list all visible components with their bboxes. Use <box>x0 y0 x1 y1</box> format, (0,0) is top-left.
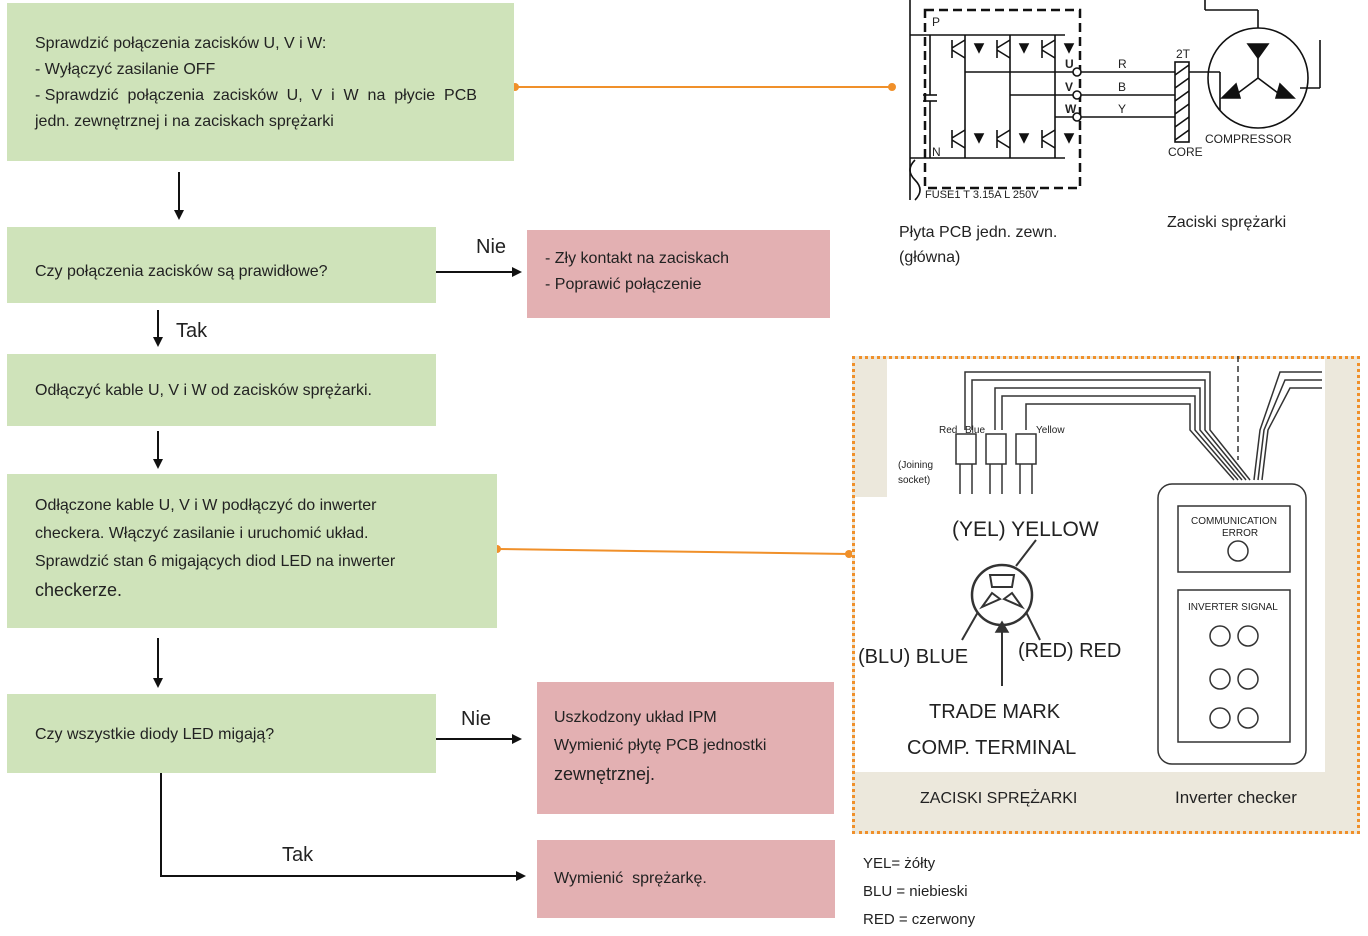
checker-label-yellow: Yellow <box>1036 425 1065 436</box>
label-no-2: Nie <box>461 708 492 730</box>
checker-photo-white-right <box>1155 497 1325 772</box>
circuit-label-u: U <box>1065 57 1074 71</box>
reference-line-checker <box>496 548 850 555</box>
checker-photo-white <box>855 497 1155 772</box>
step-disconnect-cables: Odłączyć kable U, V i W od zacisków sprę… <box>7 354 436 426</box>
caption-pcb: Płyta PCB jedn. zewn. (główna) <box>899 220 1057 270</box>
step-connect-line-1: Odłączone kable U, V i W podłączyć do in… <box>35 497 377 514</box>
circuit-label-n: N <box>932 145 941 159</box>
caption-compressor-terminals: Zaciski sprężarki <box>1167 214 1287 231</box>
color-legend: YEL= żółty BLU = niebieski RED = czerwon… <box>863 850 975 934</box>
step-connect-line-2: checkera. Włączyć zasilanie i uruchomić … <box>35 525 369 542</box>
legend-red: RED = czerwony <box>863 911 976 928</box>
checker-label-trade-mark: TRADE MARK <box>929 701 1061 723</box>
step-check-title: Sprawdzić połączenia zacisków U, V i W: <box>35 35 327 52</box>
caption-pcb-line-1: Płyta PCB jedn. zewn. <box>899 224 1058 241</box>
checker-label-joining-1: (Joining <box>898 460 933 471</box>
caption-pcb-line-2: (główna) <box>899 249 961 266</box>
arrow-q2-yes <box>160 773 526 881</box>
circuit-label-b: B <box>1118 80 1126 94</box>
result-replace-text: Wymienić sprężarkę. <box>554 870 707 887</box>
checker-label-blue: Blue <box>965 425 985 436</box>
legend-blu: BLU = niebieski <box>863 883 968 900</box>
question-connections-ok: Czy połączenia zacisków są prawidłowe? <box>7 227 436 303</box>
result-bad-contact-line-1: - Zły kontakt na zaciskach <box>545 250 730 267</box>
circuit-label-fuse: FUSE1 T 3.15A L 250V <box>925 189 1039 201</box>
caption-inverter-checker: Inverter checker <box>1175 788 1297 807</box>
step-connect-line-3: Sprawdzić stan 6 migających diod LED na … <box>35 553 396 570</box>
circuit-label-2t: 2T <box>1176 47 1191 61</box>
label-yes-2: Tak <box>282 844 314 866</box>
question-all-leds: Czy wszystkie diody LED migają? <box>7 694 436 773</box>
circuit-label-r: R <box>1118 57 1127 71</box>
legend-yel: YEL= żółty <box>863 855 936 872</box>
circuit-label-compressor: COMPRESSOR <box>1205 132 1292 146</box>
circuit-label-y: Y <box>1118 102 1126 116</box>
question-connections-text: Czy połączenia zacisków są prawidłowe? <box>35 263 328 280</box>
question-all-leds-text: Czy wszystkie diody LED migają? <box>35 726 275 743</box>
circuit-label-p: P <box>932 15 940 29</box>
checker-label-inverter-signal: INVERTER SIGNAL <box>1188 602 1278 613</box>
step-check-line-2: - Sprawdzić połączenia zacisków U, V i W… <box>35 87 477 104</box>
checker-label-blu-blue: (BLU) BLUE <box>858 646 968 668</box>
result-ipm-line-3: zewnętrznej. <box>554 764 656 784</box>
result-bad-contact-line-2: - Poprawić połączenie <box>545 276 702 293</box>
result-bad-contact: - Zły kontakt na zaciskach - Poprawić po… <box>527 230 830 318</box>
label-yes-1: Tak <box>176 320 208 342</box>
circuit-label-core: CORE <box>1168 145 1203 159</box>
result-ipm-line-1: Uszkodzony układ IPM <box>554 709 717 726</box>
step-check-line-3: jedn. zewnętrznej i na zaciskach sprężar… <box>35 113 334 130</box>
circuit-label-w: W <box>1065 102 1077 116</box>
result-ipm-fault: Uszkodzony układ IPM Wymienić płytę PCB … <box>537 682 834 814</box>
checker-label-comp-terminal: COMP. TERMINAL <box>907 737 1076 759</box>
step-connect-checker: Odłączone kable U, V i W podłączyć do in… <box>7 474 497 628</box>
checker-label-comm-error-2: ERROR <box>1222 528 1258 539</box>
checker-label-red: Red <box>939 425 957 436</box>
result-ipm-line-2: Wymienić płytę PCB jednostki <box>554 737 767 754</box>
caption-terminals-picture: ZACISKI SPRĘŻARKI <box>920 790 1078 807</box>
step-check-line-1: - Wyłączyć zasilanie OFF <box>35 61 216 78</box>
checker-label-yel-yellow: (YEL) YELLOW <box>952 518 1099 541</box>
circuit-label-v: V <box>1065 80 1073 94</box>
label-no-1: Nie <box>476 236 507 258</box>
step-check-connections: Sprawdzić połączenia zacisków U, V i W: … <box>7 3 514 161</box>
checker-label-comm-error-1: COMMUNICATION <box>1191 516 1277 527</box>
checker-label-joining-2: socket) <box>898 475 930 486</box>
step-disconnect-text: Odłączyć kable U, V i W od zacisków sprę… <box>35 382 372 399</box>
checker-photo-frame <box>852 356 1360 834</box>
checker-label-red-red: (RED) RED <box>1018 640 1121 662</box>
result-replace-compressor: Wymienić sprężarkę. <box>537 840 835 918</box>
step-connect-line-4: checkerze. <box>35 580 123 600</box>
